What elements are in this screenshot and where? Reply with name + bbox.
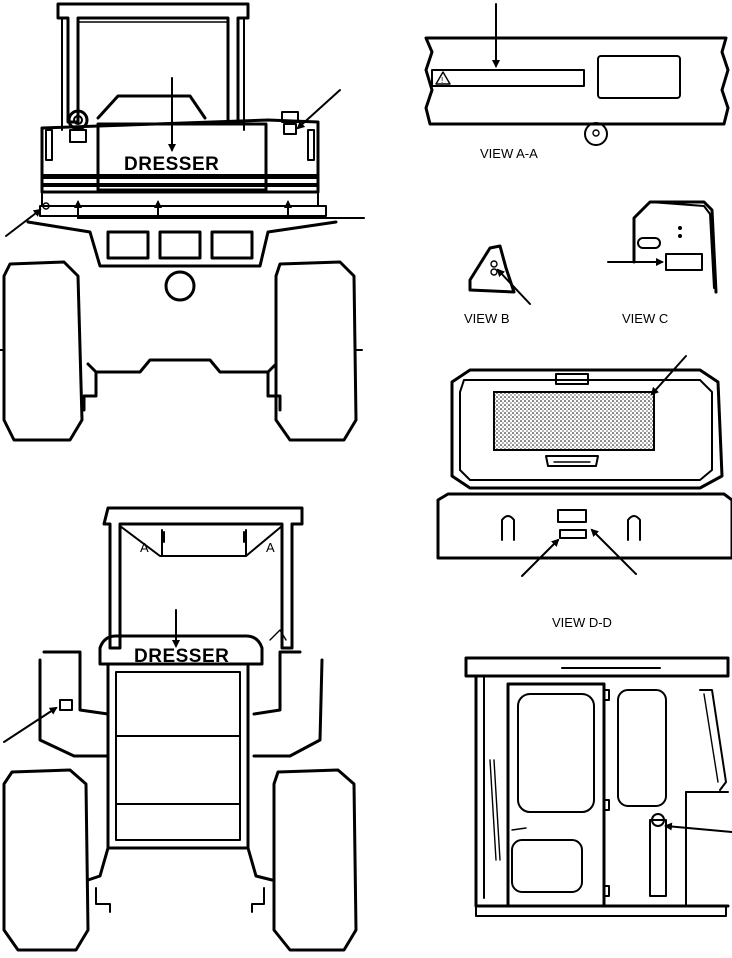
front-view-machine: DRESSER	[0, 2, 365, 442]
svg-text:!: !	[441, 76, 443, 85]
view-d-d-label: VIEW D-D	[552, 615, 612, 630]
view-c-label: VIEW C	[622, 311, 668, 326]
rear-view-machine: A A DRESSER	[2, 506, 358, 952]
brand-name-rear: DRESSER	[134, 646, 229, 667]
warning-triangle-icon	[435, 71, 451, 85]
view-a-a-label: VIEW A-A	[480, 146, 538, 161]
cab-view	[464, 656, 732, 917]
view-b-detail: VIEW B	[464, 244, 531, 326]
view-b-label: VIEW B	[464, 311, 510, 326]
view-d-d-panel: VIEW D-D	[436, 355, 732, 630]
view-c-detail: VIEW C	[607, 200, 718, 326]
brand-name-front: DRESSER	[124, 154, 219, 175]
section-mark-left: A	[140, 540, 149, 555]
view-a-a-panel: ! VIEW A-A	[424, 3, 730, 161]
section-mark-right: A	[266, 540, 275, 555]
